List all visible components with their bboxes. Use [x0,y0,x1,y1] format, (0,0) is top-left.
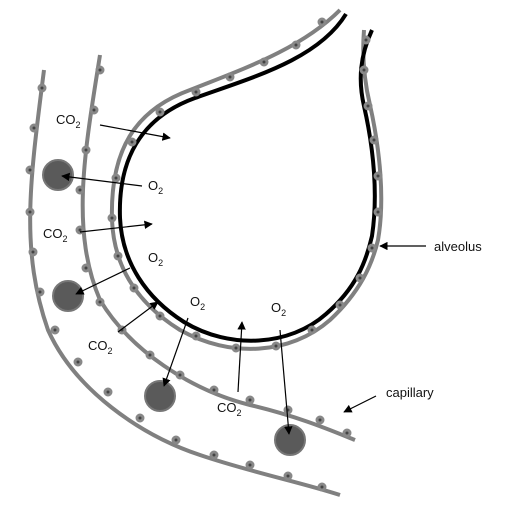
o2-label-3: O2 [190,294,205,312]
alveolus-wall [117,12,377,343]
co2-label-2: CO2 [43,226,68,244]
o2-arrow-3 [162,317,189,387]
red-blood-cell [42,159,74,191]
co2-label-1: CO2 [56,112,81,130]
o2-label-2: O2 [148,250,163,268]
red-blood-cell [144,380,176,412]
co2-label-3: CO2 [88,338,113,356]
co2-label-4: CO2 [217,400,242,418]
exchange-arrows [61,124,426,435]
capillary-wall-left-outer [28,69,341,497]
o2-arrow-2 [75,267,131,295]
o2-arrow-4 [279,329,293,435]
co2-arrow-1 [99,124,171,141]
red-blood-cell [52,280,84,312]
red-blood-cell [274,424,306,456]
capillary-pointer [343,395,377,413]
o2-label-4: O2 [271,300,286,318]
co2-arrow-3 [117,301,159,333]
wall-cell-nuclei [25,17,383,492]
alveolus-label: alveolus [434,239,482,254]
capillary-label: capillary [386,385,434,400]
co2-arrow-2 [79,220,153,233]
o2-label-1: O2 [148,178,163,196]
capillary-wall-alveolus-side [109,8,384,351]
capillary-wall-left-inner [80,54,356,442]
o2-arrow-1 [61,172,143,187]
co2-arrow-4 [237,321,246,393]
